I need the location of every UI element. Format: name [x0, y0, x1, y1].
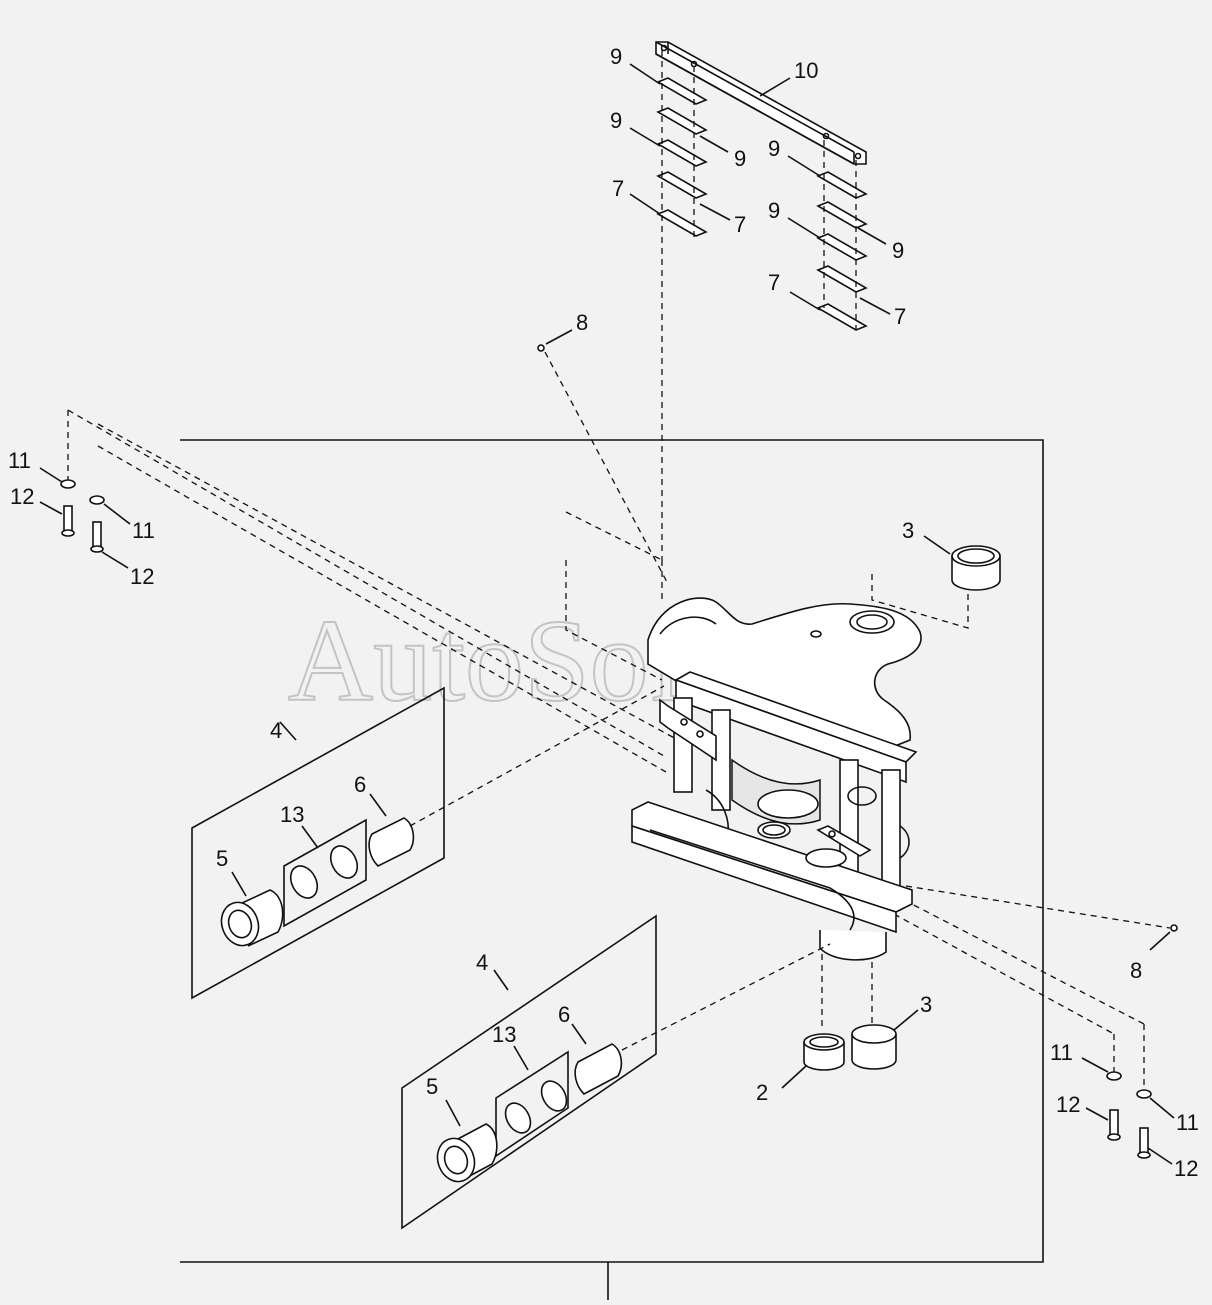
seal-kit-4-upper [191, 685, 665, 1000]
seal-kit-4-lower [401, 914, 831, 1230]
callout-7: 7 [612, 176, 624, 201]
grease-fitting-8-top [537, 329, 669, 585]
callout-12: 12 [1056, 1092, 1080, 1117]
shim-bar-10 [655, 41, 867, 165]
callout-12: 12 [10, 484, 34, 509]
swing-frame-casting [565, 511, 922, 1030]
callout-9: 9 [768, 136, 780, 161]
callout-13: 13 [492, 1022, 516, 1047]
bushing-3-bottom [851, 1009, 919, 1070]
callout-7: 7 [768, 270, 780, 295]
callout-9: 9 [734, 146, 746, 171]
callout-11: 11 [1050, 1040, 1073, 1065]
bushing-3-top [871, 535, 1001, 629]
callout-10: 10 [794, 58, 818, 83]
callout-9: 9 [610, 108, 622, 133]
callout-9: 9 [768, 198, 780, 223]
callout-7: 7 [894, 304, 906, 329]
bolt-washer-right [893, 899, 1175, 1165]
callout-4: 4 [476, 950, 488, 975]
callout-7: 7 [734, 212, 746, 237]
callout-3: 3 [902, 518, 914, 543]
callout-labels: 10 9 9 9 9 9 9 7 7 7 7 8 8 11 11 11 11 1… [8, 44, 1199, 1181]
callout-11: 11 [8, 448, 31, 473]
callout-5: 5 [426, 1074, 438, 1099]
grease-fitting-8-right [905, 885, 1178, 951]
callout-6: 6 [558, 1002, 570, 1027]
callout-8: 8 [576, 310, 588, 335]
callout-12: 12 [130, 564, 154, 589]
callout-9: 9 [610, 44, 622, 69]
callout-5: 5 [216, 846, 228, 871]
leader-lines-top [629, 63, 891, 315]
callout-4: 4 [270, 718, 282, 743]
bushing-2-bottom [781, 1033, 845, 1089]
callout-8: 8 [1130, 958, 1142, 983]
shim-stack-right [816, 140, 868, 331]
callout-13: 13 [280, 802, 304, 827]
callout-11: 11 [132, 518, 155, 543]
callout-9: 9 [892, 238, 904, 263]
bolt-washer-left [39, 409, 679, 773]
callout-11: 11 [1176, 1110, 1199, 1135]
callout-12: 12 [1174, 1156, 1198, 1181]
assembly-frame [180, 439, 1044, 1300]
callout-6: 6 [354, 772, 366, 797]
callout-3: 3 [920, 992, 932, 1017]
callout-2: 2 [756, 1080, 768, 1105]
shim-stack-left [656, 50, 708, 560]
